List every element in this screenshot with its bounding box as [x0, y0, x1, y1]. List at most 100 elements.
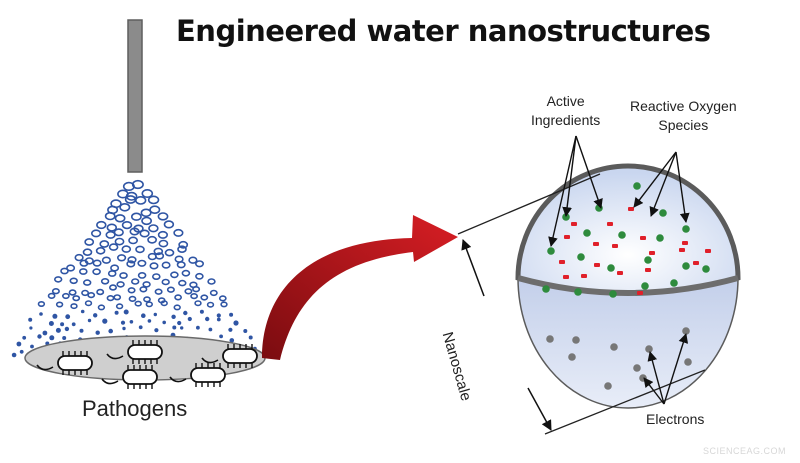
droplet-ring	[149, 205, 161, 214]
active-ingredient-particle	[644, 256, 652, 264]
droplet-ring	[79, 259, 89, 267]
droplet-ring	[105, 230, 116, 239]
droplet-dot	[183, 310, 188, 316]
droplet-dot	[208, 327, 213, 332]
reactive-oxygen-particle	[559, 260, 565, 264]
droplet-ring	[200, 294, 209, 301]
droplet-dot	[64, 326, 70, 332]
droplet-ring	[104, 211, 116, 221]
droplet-ring	[157, 230, 168, 239]
pathogen-cell	[101, 365, 158, 389]
droplet-ring	[108, 243, 119, 251]
droplet-ring	[160, 300, 168, 307]
electron-particle	[684, 358, 692, 366]
droplet-dot	[52, 313, 58, 319]
droplet-ring	[131, 179, 144, 190]
droplet-ring	[116, 281, 125, 288]
reactive-oxygen-label: Reactive Oxygen Species	[630, 97, 737, 135]
active-ingredient-particle	[595, 204, 603, 212]
droplet-ring	[96, 220, 107, 230]
droplet-dot	[228, 327, 233, 332]
droplet-ring	[74, 253, 84, 262]
droplet-ring	[55, 301, 64, 308]
pathogen-body	[122, 369, 158, 385]
droplet-ring	[107, 270, 117, 277]
pathogen-cell	[106, 340, 163, 364]
droplet-ring	[106, 223, 118, 232]
pathogen-cell	[169, 363, 226, 387]
droplet-ring	[114, 214, 126, 223]
active-ingredient-particle	[542, 285, 550, 293]
droplet-dot	[171, 314, 176, 319]
droplet-ring	[174, 294, 182, 301]
droplet-ring	[163, 220, 175, 229]
reactive-oxygen-particle	[705, 249, 711, 253]
droplet-dot	[22, 335, 27, 340]
droplet-dot	[80, 309, 85, 314]
active-ingredient-particle	[618, 231, 626, 239]
reactive-oxygen-particle	[617, 271, 623, 275]
droplet-dot	[177, 320, 182, 326]
droplet-ring	[126, 260, 136, 268]
nanostructure-top	[515, 163, 741, 296]
droplet-dot	[154, 328, 159, 333]
electrons-label: Electrons	[646, 411, 705, 427]
droplet-ring	[92, 259, 102, 267]
droplet-ring	[135, 195, 147, 205]
label-pointer-arrows	[548, 135, 690, 405]
pathogen-tail	[169, 376, 187, 383]
active-ingredient-particle	[682, 225, 690, 233]
spray-droplets	[11, 179, 259, 360]
active-ingredients-label: Active Ingredients	[531, 92, 600, 130]
active-ingredient-particle	[547, 247, 555, 255]
droplet-ring	[130, 212, 142, 221]
droplet-dot	[120, 320, 126, 325]
pathogen-tail	[36, 364, 54, 371]
spray-nozzle	[127, 19, 143, 173]
droplet-ring	[92, 268, 101, 276]
droplet-ring	[128, 236, 138, 245]
droplet-dot	[48, 321, 54, 326]
droplet-ring	[142, 281, 151, 288]
droplet-ring	[90, 229, 102, 238]
droplet-ring	[148, 224, 159, 233]
active-ingredient-particle	[702, 265, 710, 273]
active-ingredient-particle	[577, 253, 585, 261]
droplet-ring	[195, 272, 204, 280]
reactive-oxygen-particle	[607, 222, 613, 226]
droplet-dot	[87, 318, 92, 323]
droplet-ring	[149, 262, 159, 270]
droplet-ring	[121, 221, 133, 230]
droplet-ring	[47, 292, 56, 300]
ros-label-line1: Reactive Oxygen	[630, 98, 737, 114]
droplet-ring	[82, 248, 93, 256]
droplet-ring	[141, 216, 152, 226]
droplet-dot	[123, 309, 129, 315]
droplet-ring	[127, 256, 137, 264]
droplet-dot	[248, 335, 253, 340]
droplet-ring	[153, 247, 164, 256]
electron-particle	[645, 345, 653, 353]
droplet-ring	[100, 277, 110, 285]
reactive-oxygen-particle	[682, 241, 688, 245]
reactive-oxygen-particle	[564, 235, 570, 239]
diagram-title: Engineered water nanostructures	[176, 14, 711, 48]
pathogen-tail	[101, 378, 119, 385]
droplet-ring	[87, 292, 96, 299]
droplet-dot	[216, 313, 221, 318]
reactive-oxygen-particle	[571, 222, 577, 226]
droplet-ring	[140, 208, 152, 218]
droplet-ring	[195, 260, 205, 268]
droplet-dot	[37, 334, 42, 339]
droplet-ring	[68, 289, 77, 296]
droplet-ring	[178, 240, 189, 249]
droplet-dot	[95, 330, 100, 335]
droplet-ring	[192, 286, 201, 293]
droplet-ring	[147, 252, 157, 261]
pathogen-cell	[201, 344, 258, 368]
active-ingredient-particle	[574, 288, 582, 296]
active-ingredient-particle	[670, 279, 678, 287]
droplet-ring	[109, 284, 118, 291]
watermark: SCIENCEAG.COM	[703, 446, 787, 456]
